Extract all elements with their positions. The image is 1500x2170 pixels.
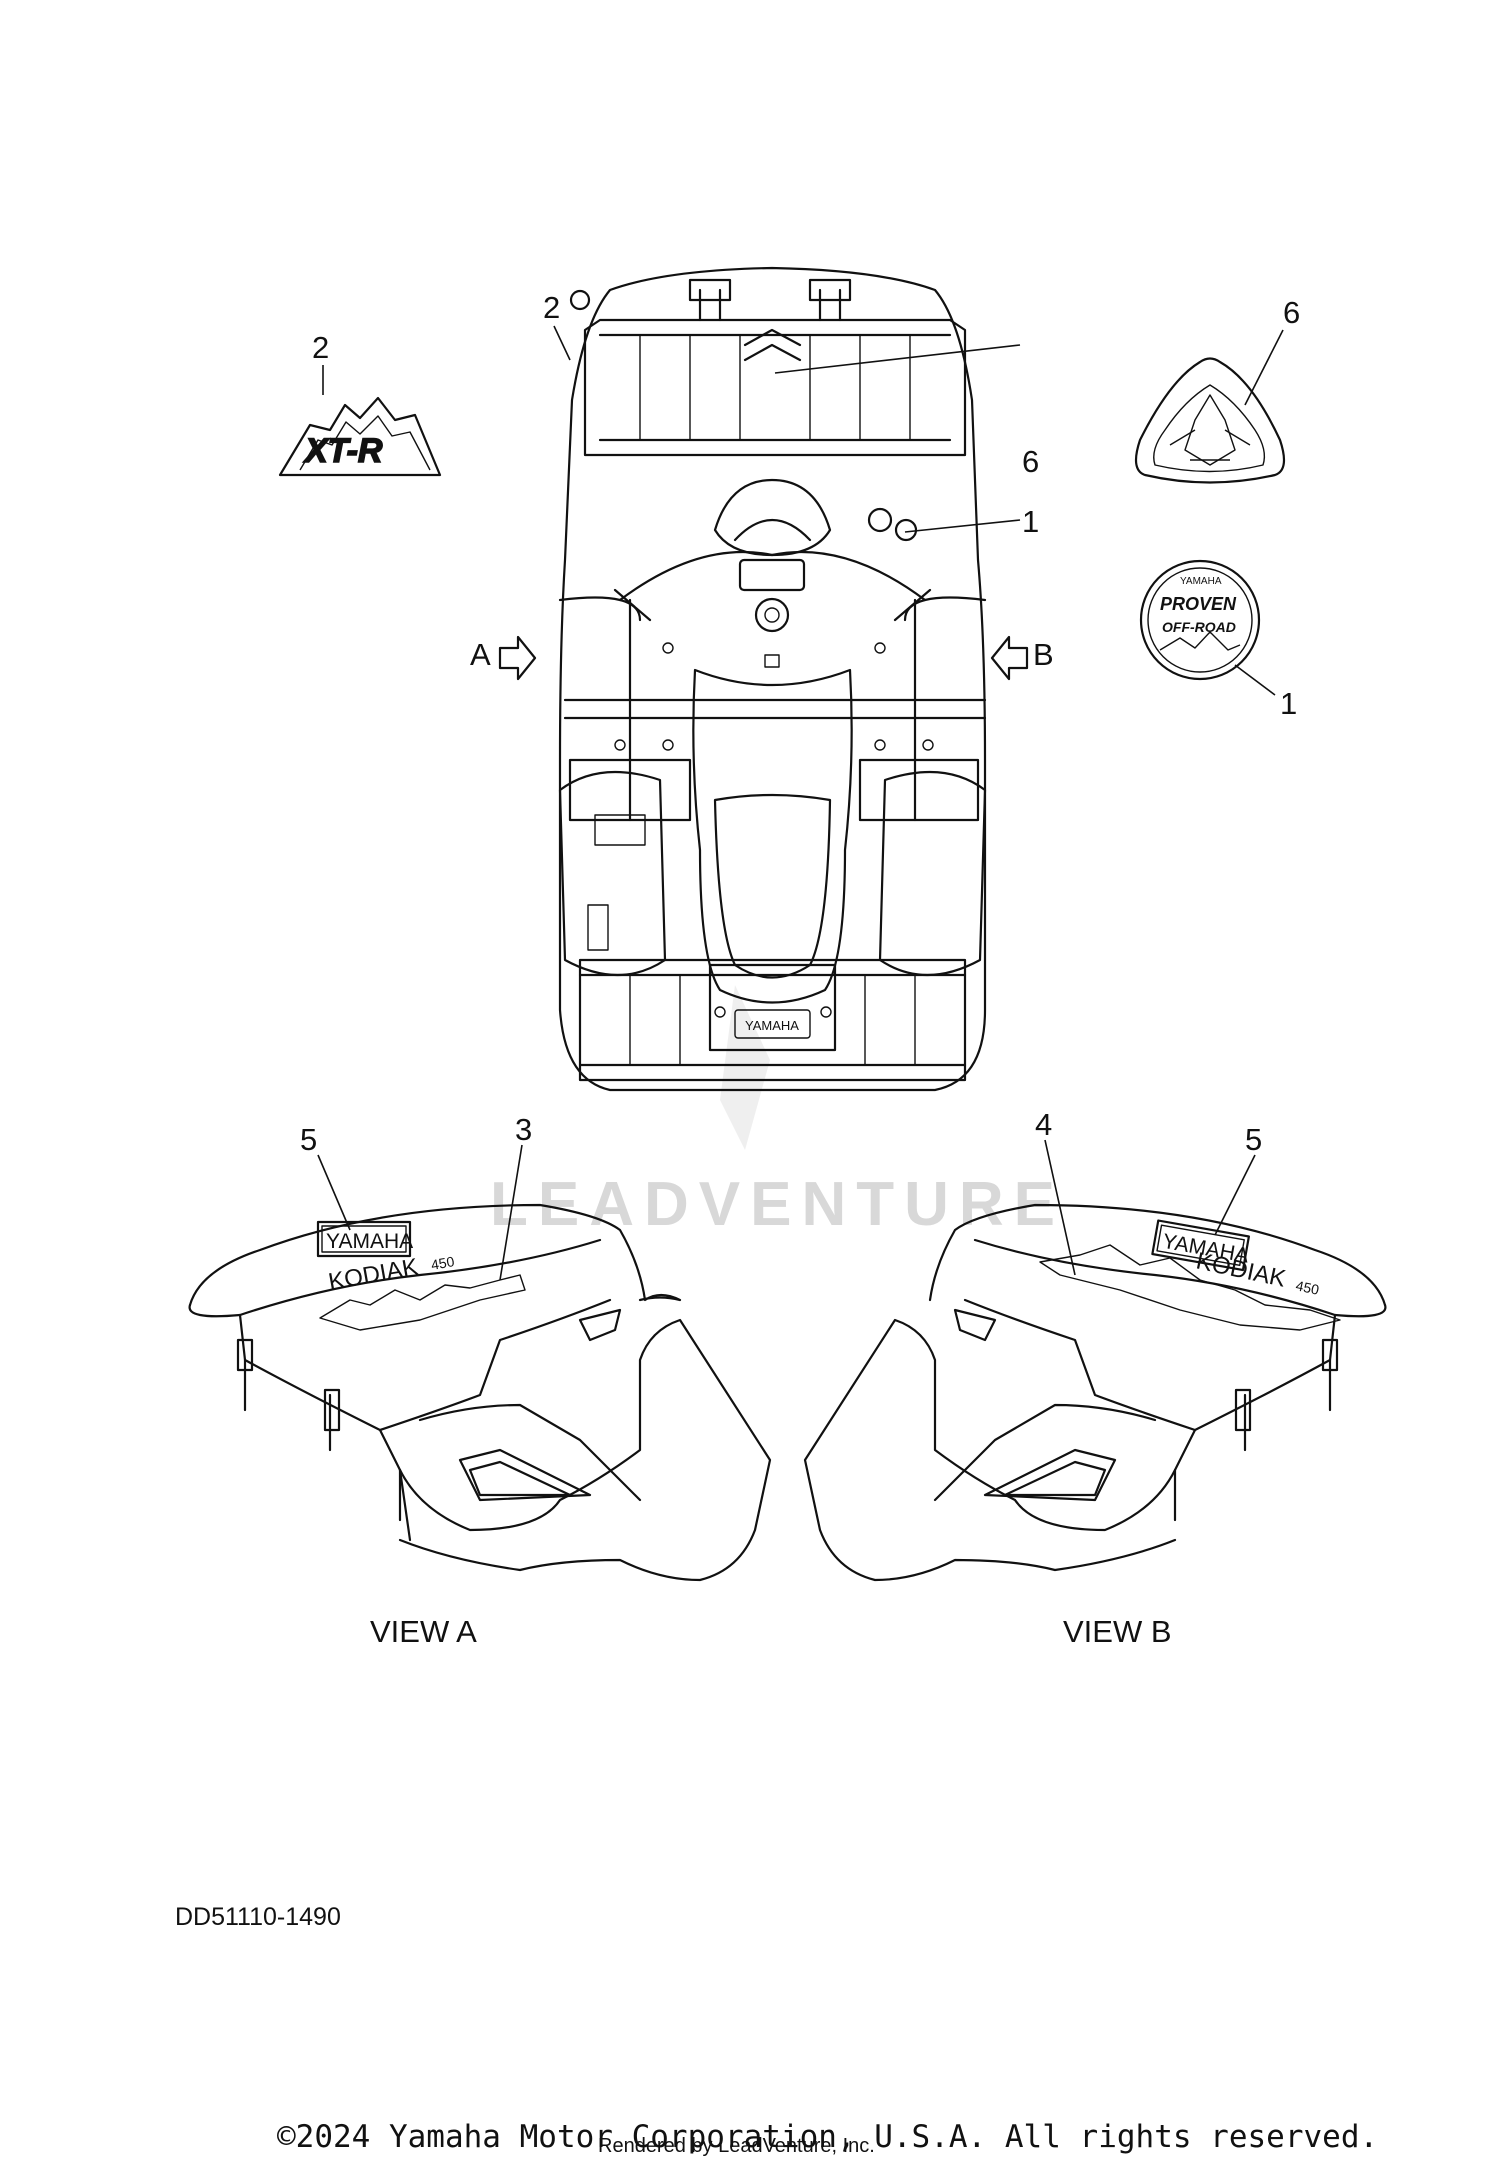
arrow-b-label: B xyxy=(1033,637,1054,672)
yamaha-decal-left xyxy=(316,1220,412,1258)
kodiak-left-num: 450 xyxy=(430,1253,456,1273)
xtr-text: XT-R xyxy=(303,432,383,470)
arrow-left-icon xyxy=(990,635,1029,681)
view-arrow-a: A xyxy=(470,635,537,681)
watermark-logo-icon xyxy=(720,985,770,1150)
atv-top-view: YAMAHA xyxy=(558,266,987,1092)
callout-5-right: 5 xyxy=(1245,1122,1262,1157)
leader-lines xyxy=(317,325,1284,1281)
badge-brand-text: YAMAHA xyxy=(1180,576,1222,587)
yamaha-decal-right xyxy=(1151,1219,1250,1272)
view-a-label: VIEW A xyxy=(370,1614,477,1649)
badge-offroad-text: OFF-ROAD xyxy=(1162,619,1236,635)
view-a-panel: YAMAHA KODIAK 450 xyxy=(188,1203,772,1582)
callout-1-top: 1 xyxy=(1022,504,1039,539)
callout-6-top: 6 xyxy=(1022,444,1039,479)
rendered-by-text: Rendered by LeadVenture, Inc. xyxy=(598,2135,875,2157)
callout-2-top: 2 xyxy=(543,290,560,325)
watermark-text: LEADVENTURE xyxy=(490,1170,1065,1239)
kodiak-right-num: 450 xyxy=(1294,1277,1320,1298)
view-b-label: VIEW B xyxy=(1063,1614,1172,1649)
callout-6-badge: 6 xyxy=(1283,295,1300,330)
copyright-text: ©2024 Yamaha Motor Corporation, U.S.A. A… xyxy=(277,2119,1378,2155)
callout-3: 3 xyxy=(515,1112,532,1147)
kodiak-left-text: KODIAK xyxy=(326,1254,420,1296)
callout-2-decal: 2 xyxy=(312,330,329,365)
arrow-a-label: A xyxy=(470,637,491,672)
decal-shield xyxy=(1134,357,1286,484)
arrow-right-icon xyxy=(498,635,537,681)
callout-1-badge: 1 xyxy=(1280,686,1297,721)
callout-4: 4 xyxy=(1035,1107,1052,1142)
decal-round-badge: YAMAHA PROVEN OFF-ROAD xyxy=(1139,559,1261,681)
rear-yamaha-label: YAMAHA xyxy=(745,1018,799,1033)
decal-xtr: XT-R xyxy=(278,396,442,477)
view-b-panel: YAMAHA KODIAK 450 xyxy=(803,1203,1387,1582)
callout-5-left: 5 xyxy=(300,1122,317,1157)
yamaha-decal-left-text: YAMAHA xyxy=(326,1230,413,1253)
diagram-code: DD51110-1490 xyxy=(175,1903,341,1931)
badge-proven-text: PROVEN xyxy=(1160,594,1237,614)
view-arrow-b: B xyxy=(990,635,1054,681)
